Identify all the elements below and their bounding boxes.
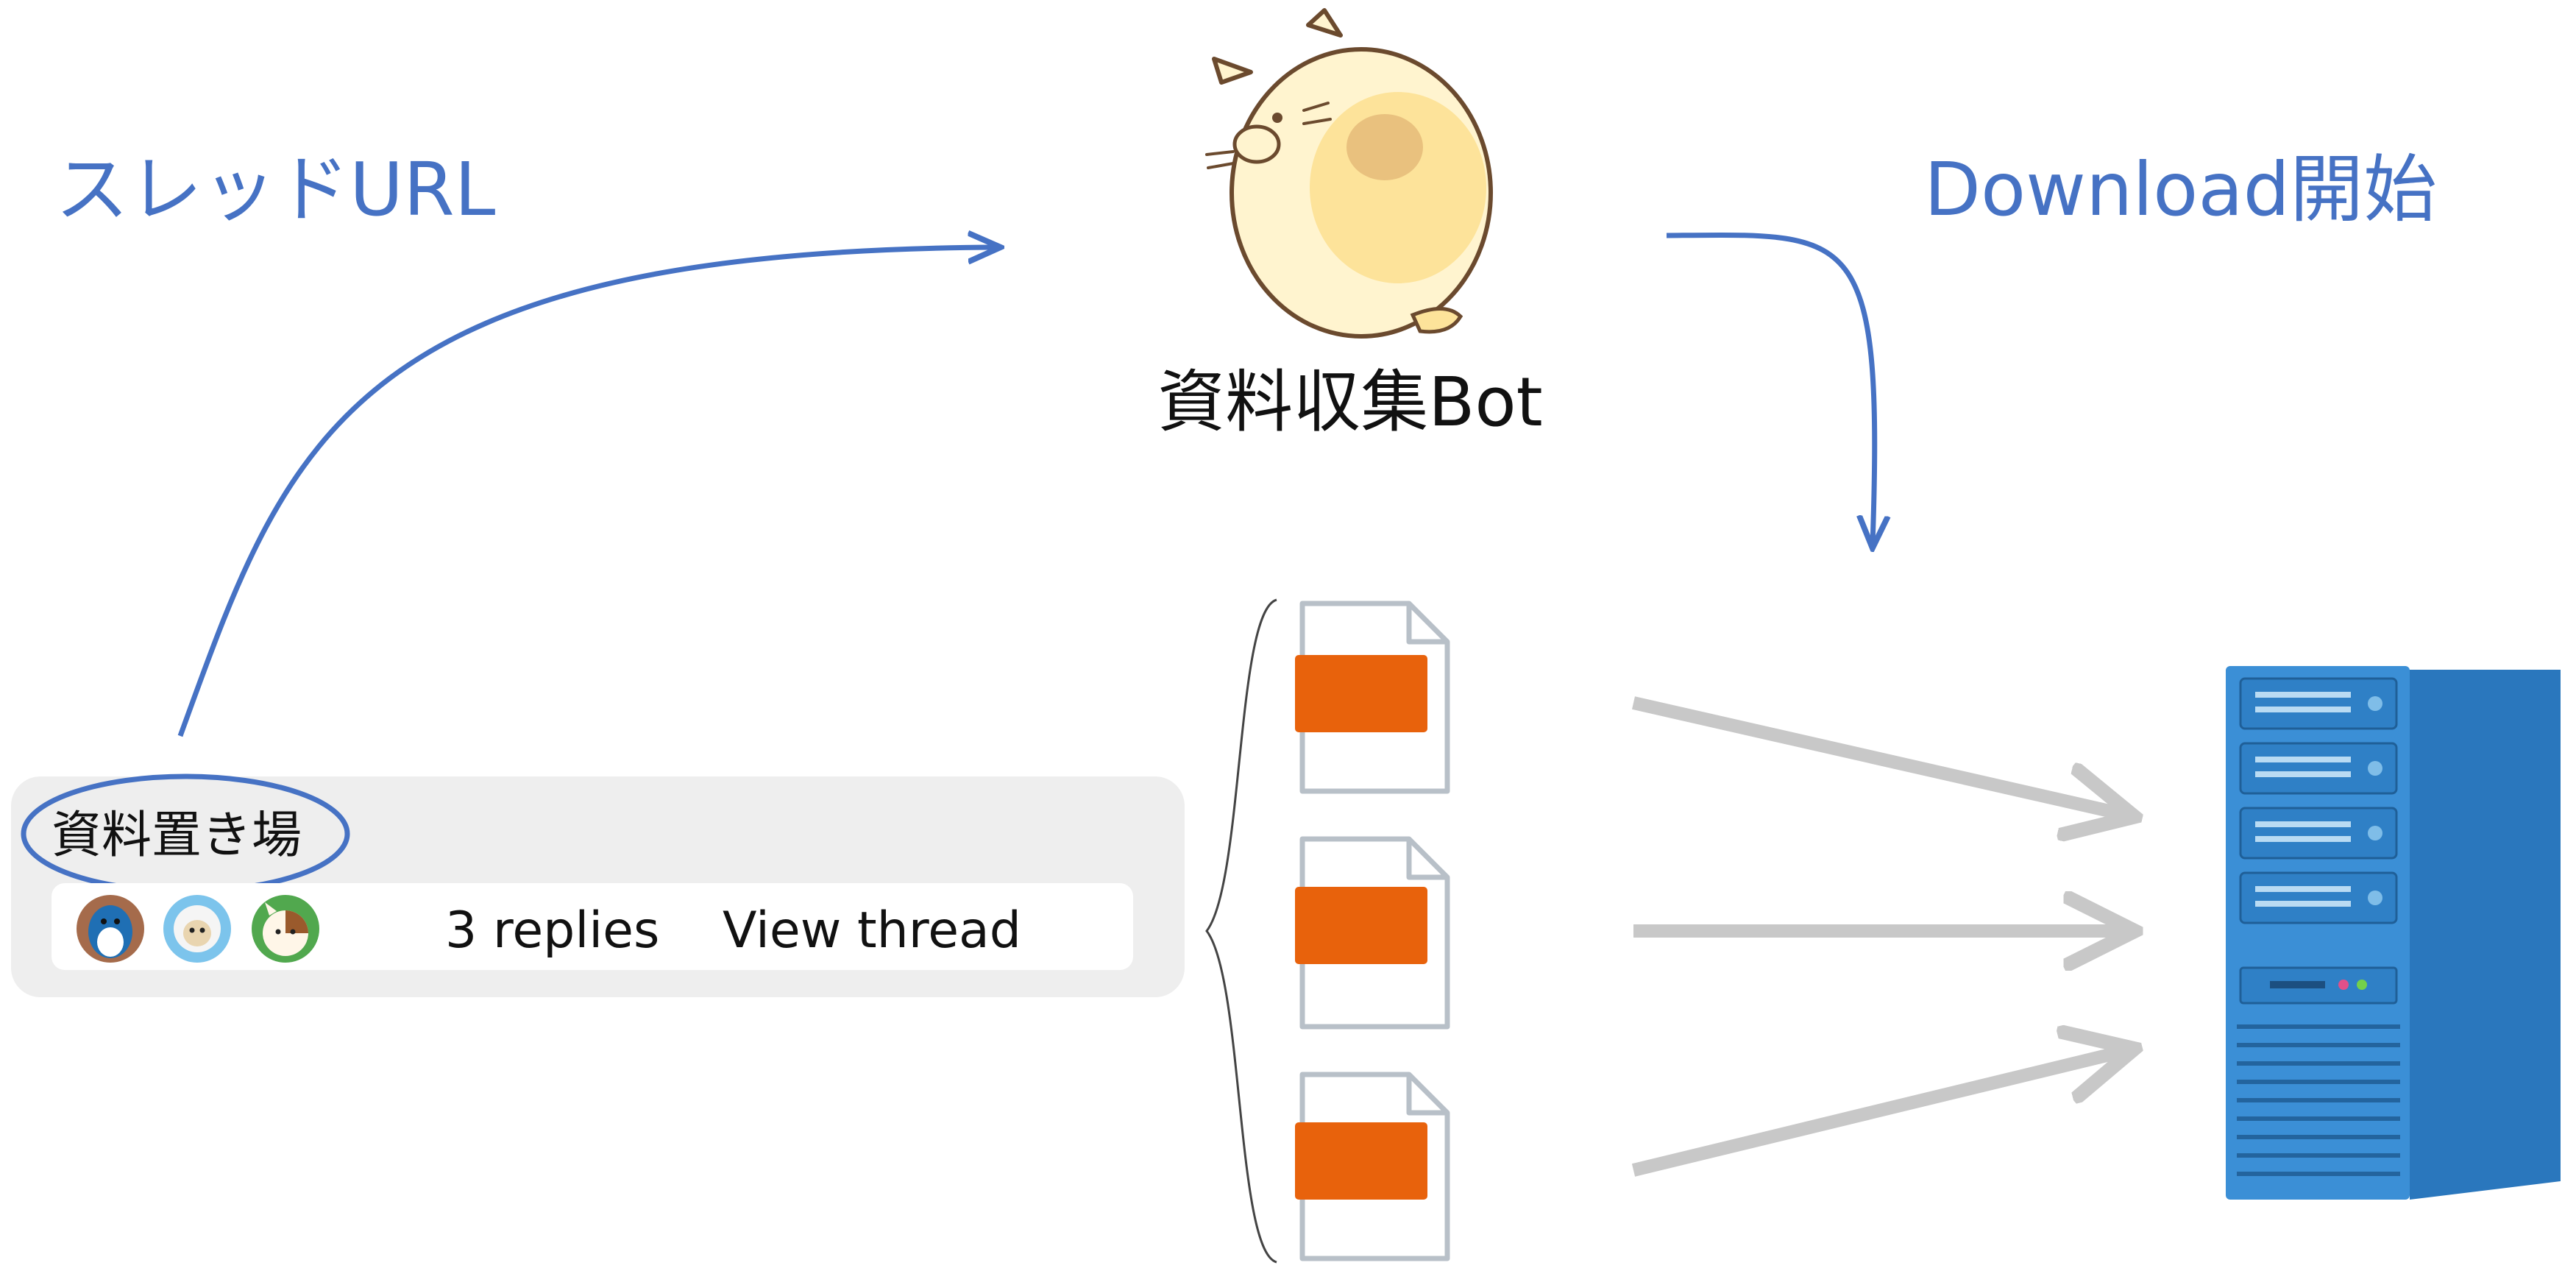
cat-avatar-icon xyxy=(252,895,319,963)
download-start-arrow xyxy=(1666,232,1875,545)
document-icon xyxy=(1295,601,1450,794)
thread-replies-bar[interactable] xyxy=(52,883,1133,970)
cat-mascot-icon xyxy=(1205,8,1493,339)
document-icon xyxy=(1295,1072,1450,1261)
server-tower-icon xyxy=(2226,666,2561,1200)
view-thread-link[interactable]: View thread xyxy=(723,902,1021,960)
download-start-label: Download開始 xyxy=(1924,146,2437,233)
slack-message: 資料置き場 3 replies View thread xyxy=(11,773,1185,997)
thread-url-arrow xyxy=(177,247,997,737)
document-icon xyxy=(1295,836,1450,1030)
replies-count[interactable]: 3 replies xyxy=(445,902,659,960)
download-arrow-3 xyxy=(1631,1052,2119,1177)
bot-name-label: 資料収集Bot xyxy=(1157,363,1542,442)
channel-name: 資料置き場 xyxy=(52,807,302,865)
download-arrow-1 xyxy=(1632,696,2119,813)
document-group-brace xyxy=(1205,598,1277,1264)
thread-url-label: スレッドURL xyxy=(55,146,496,233)
penguin-avatar-icon xyxy=(77,895,144,963)
sheep-avatar-icon xyxy=(163,895,231,963)
